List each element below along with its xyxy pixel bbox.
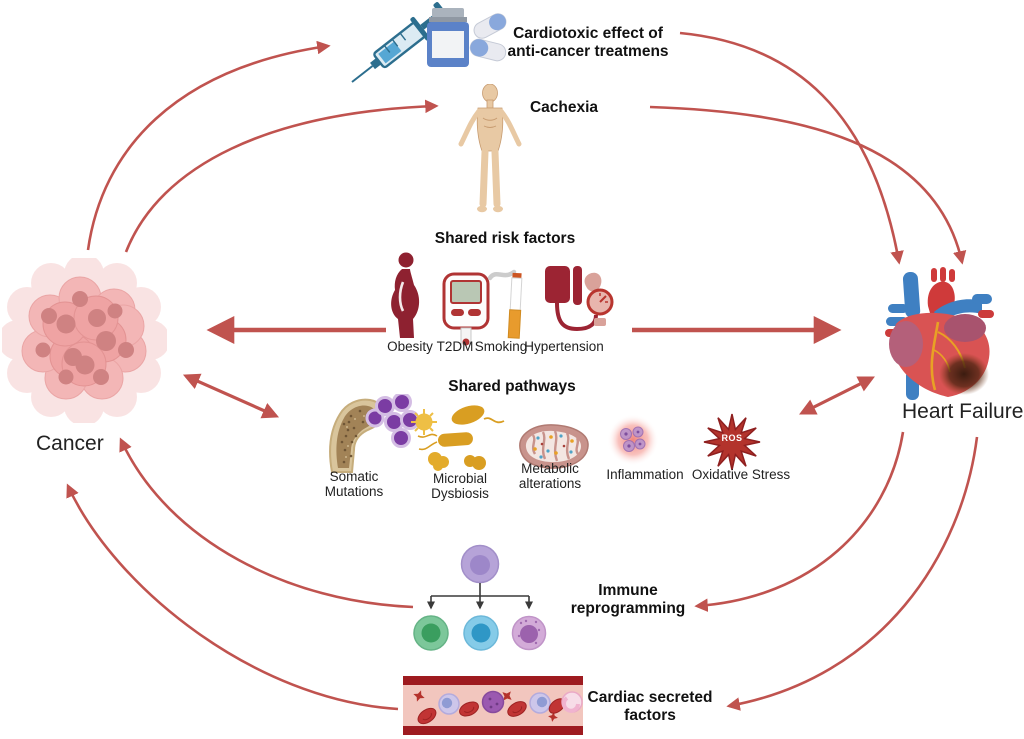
metabolic-alterations-label: Metabolic alterations (518, 461, 582, 492)
cigarette-icon (488, 269, 523, 339)
red-blood-cell (417, 698, 566, 725)
arrow-immune-to-cancer (119, 437, 414, 609)
arrow-cancer-to-cardiotoxic (86, 40, 331, 251)
arrow-cancer-to-cachexia (124, 99, 439, 253)
emaciated-body-icon (458, 84, 522, 213)
immune-reprogramming-label: Immune reprogramming (570, 582, 686, 618)
cardiac-secreted-factors-label: Cardiac secreted factors (587, 689, 713, 725)
glucose-meter-icon (442, 272, 490, 346)
arrow-cachexia-to-heart (649, 105, 967, 265)
anatomical-heart-icon (885, 267, 994, 400)
white-blood-cell (438, 692, 551, 715)
somatic-mutations-label: Somatic Mutations (324, 469, 384, 500)
shared-pathways-title: Shared pathways (448, 378, 576, 395)
hypertension-label: Hypertension (524, 339, 604, 354)
blood-pressure-cuff-icon (545, 266, 614, 332)
arrow-pathways-heart-double (799, 376, 875, 415)
heart-failure-node-label: Heart Failure (902, 400, 1024, 423)
smoking-label: Smoking (474, 339, 528, 354)
ros-badge: ROS (721, 433, 743, 443)
inflammation-glow-icon (600, 408, 666, 473)
ros-starburst-icon: ROS (698, 412, 766, 474)
stem-cell-differentiation-icon (413, 544, 547, 651)
t2dm-label: T2DM (436, 339, 474, 354)
arrow-heart-to-immune (694, 431, 905, 612)
platelet (413, 690, 558, 722)
bone-mutated-cells-icon (329, 394, 418, 473)
cancer-node-label: Cancer (36, 432, 104, 455)
mitochondria-icon (519, 424, 589, 469)
microbial-dysbiosis-label: Microbial Dysbiosis (431, 471, 489, 502)
cachexia-label: Cachexia (529, 99, 599, 116)
bacteria-icon (411, 405, 505, 471)
arrow-cardiotoxic-to-heart (679, 31, 904, 265)
pink-cell (561, 691, 583, 713)
arrow-heart-to-cardiac-factors (726, 436, 979, 711)
monocyte-cell (481, 690, 505, 714)
tumor-cell-cluster-icon (2, 258, 167, 423)
capsules-icon (469, 13, 507, 62)
oxidative-stress-label: Oxidative Stress (691, 467, 791, 482)
obese-person-icon (391, 252, 420, 338)
blood-vessel-icon (403, 676, 583, 735)
arrow-cardiac-factors-to-cancer (66, 483, 399, 711)
inflammation-label: Inflammation (606, 467, 684, 482)
pill-bottle-icon (427, 8, 469, 67)
obesity-label: Obesity (387, 339, 433, 354)
shared-risk-factors-title: Shared risk factors (434, 230, 576, 247)
arrow-pathways-cancer-double (182, 373, 280, 419)
cardiotoxic-label: Cardiotoxic effect of anti-cancer treatm… (507, 25, 669, 61)
